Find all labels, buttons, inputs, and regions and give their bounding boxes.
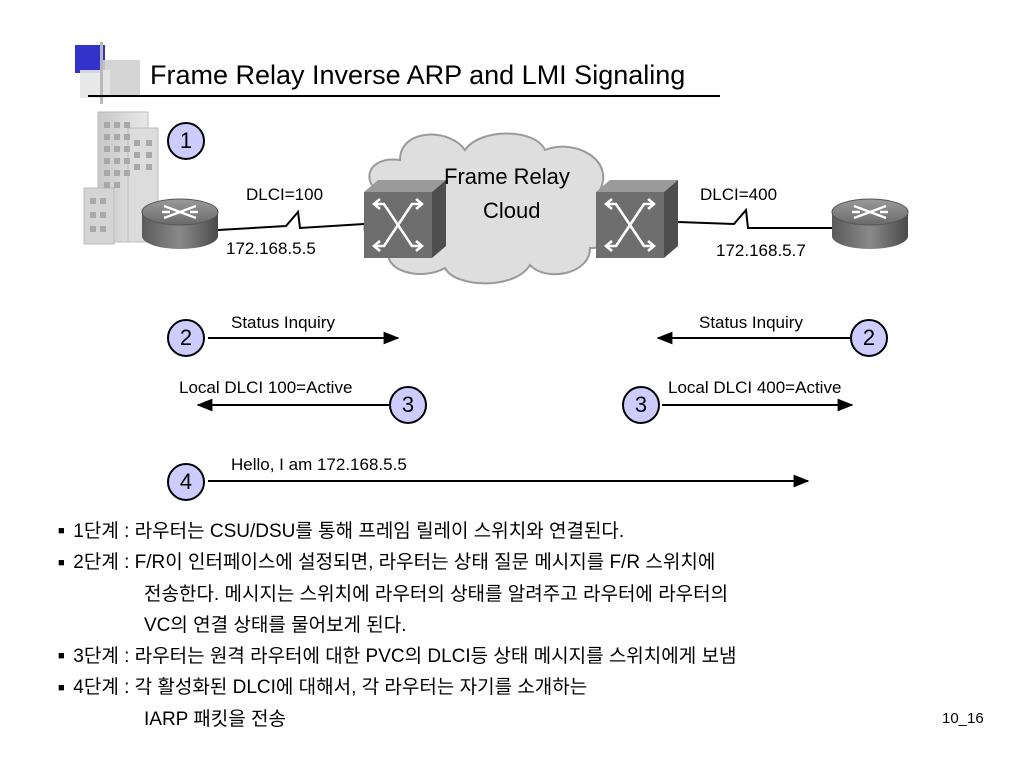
bullet-text-continued: IARP 패킷을 전송 — [144, 708, 286, 730]
step-2-left-badge: 2 — [167, 319, 205, 357]
step-1-badge: 1 — [167, 122, 205, 160]
right-serial-link — [677, 207, 832, 229]
title-decoration — [75, 42, 140, 104]
bullet-marker: ■ — [58, 650, 65, 663]
left-router-icon — [141, 198, 219, 249]
hello-label: Hello, I am 172.168.5.5 — [231, 455, 407, 474]
right-router-icon — [831, 198, 909, 249]
bullet-marker: ■ — [58, 681, 65, 694]
bullet-marker: ■ — [58, 525, 65, 538]
right-ip-label: 172.168.5.7 — [716, 241, 806, 260]
lmi-right-label: Local DLCI 400=Active — [668, 378, 842, 397]
bullet-step-3: ■ 3단계 : 라우터는 원격 라우터에 대한 PVC의 DLCI등 상태 메시… — [58, 641, 958, 672]
bullet-step-2: ■ 2단계 : F/R이 인터페이스에 설정되면, 라우터는 상태 질문 메시지… — [58, 547, 958, 640]
left-frame-relay-switch-icon — [364, 180, 446, 258]
cloud-label-line2: Cloud — [483, 198, 541, 223]
step-2-right-badge: 2 — [850, 319, 888, 357]
page-number: 10_16 — [942, 710, 984, 727]
bullet-text-continued: VC의 연결 상태를 물어보게 된다. — [144, 614, 407, 636]
step-4-badge: 4 — [167, 463, 205, 501]
bullet-step-1: ■ 1단계 : 라우터는 CSU/DSU를 통해 프레임 릴레이 스위치와 연결… — [58, 516, 958, 547]
bullet-text: 1단계 : 라우터는 CSU/DSU를 통해 프레임 릴레이 스위치와 연결된다… — [73, 521, 625, 542]
bullet-text-continued: 전송한다. 메시지는 스위치에 라우터의 상태를 알려주고 라우터에 라우터의 — [144, 583, 729, 605]
bullet-text: 4단계 : 각 활성화된 DLCI에 대해서, 각 라우터는 자기를 소개하는 — [73, 677, 588, 699]
status-inquiry-right-label: Status Inquiry — [699, 313, 803, 332]
left-dlci-label: DLCI=100 — [246, 185, 324, 204]
step-3-right-badge: 3 — [622, 386, 660, 424]
title-underline — [88, 95, 720, 97]
bullet-marker: ■ — [58, 556, 65, 569]
right-dlci-label: DLCI=400 — [700, 185, 778, 204]
slide-title: Frame Relay Inverse ARP and LMI Signalin… — [150, 60, 686, 90]
lmi-left-label: Local DLCI 100=Active — [179, 378, 353, 397]
left-serial-link — [217, 209, 365, 231]
bullet-step-4: ■ 4단계 : 각 활성화된 DLCI에 대해서, 각 라우터는 자기를 소개하… — [58, 672, 958, 734]
right-frame-relay-switch-icon — [596, 180, 678, 258]
cloud-label-line1: Frame Relay — [444, 164, 570, 189]
bullet-text: 2단계 : F/R이 인터페이스에 설정되면, 라우터는 상태 질문 메시지를 … — [73, 552, 716, 574]
step-3-left-badge: 3 — [389, 386, 427, 424]
bullet-text: 3단계 : 라우터는 원격 라우터에 대한 PVC의 DLCI등 상태 메시지를… — [73, 645, 737, 667]
left-ip-label: 172.168.5.5 — [226, 239, 316, 258]
status-inquiry-left-label: Status Inquiry — [231, 313, 335, 332]
step-description-list: ■ 1단계 : 라우터는 CSU/DSU를 통해 프레임 릴레이 스위치와 연결… — [58, 516, 958, 735]
